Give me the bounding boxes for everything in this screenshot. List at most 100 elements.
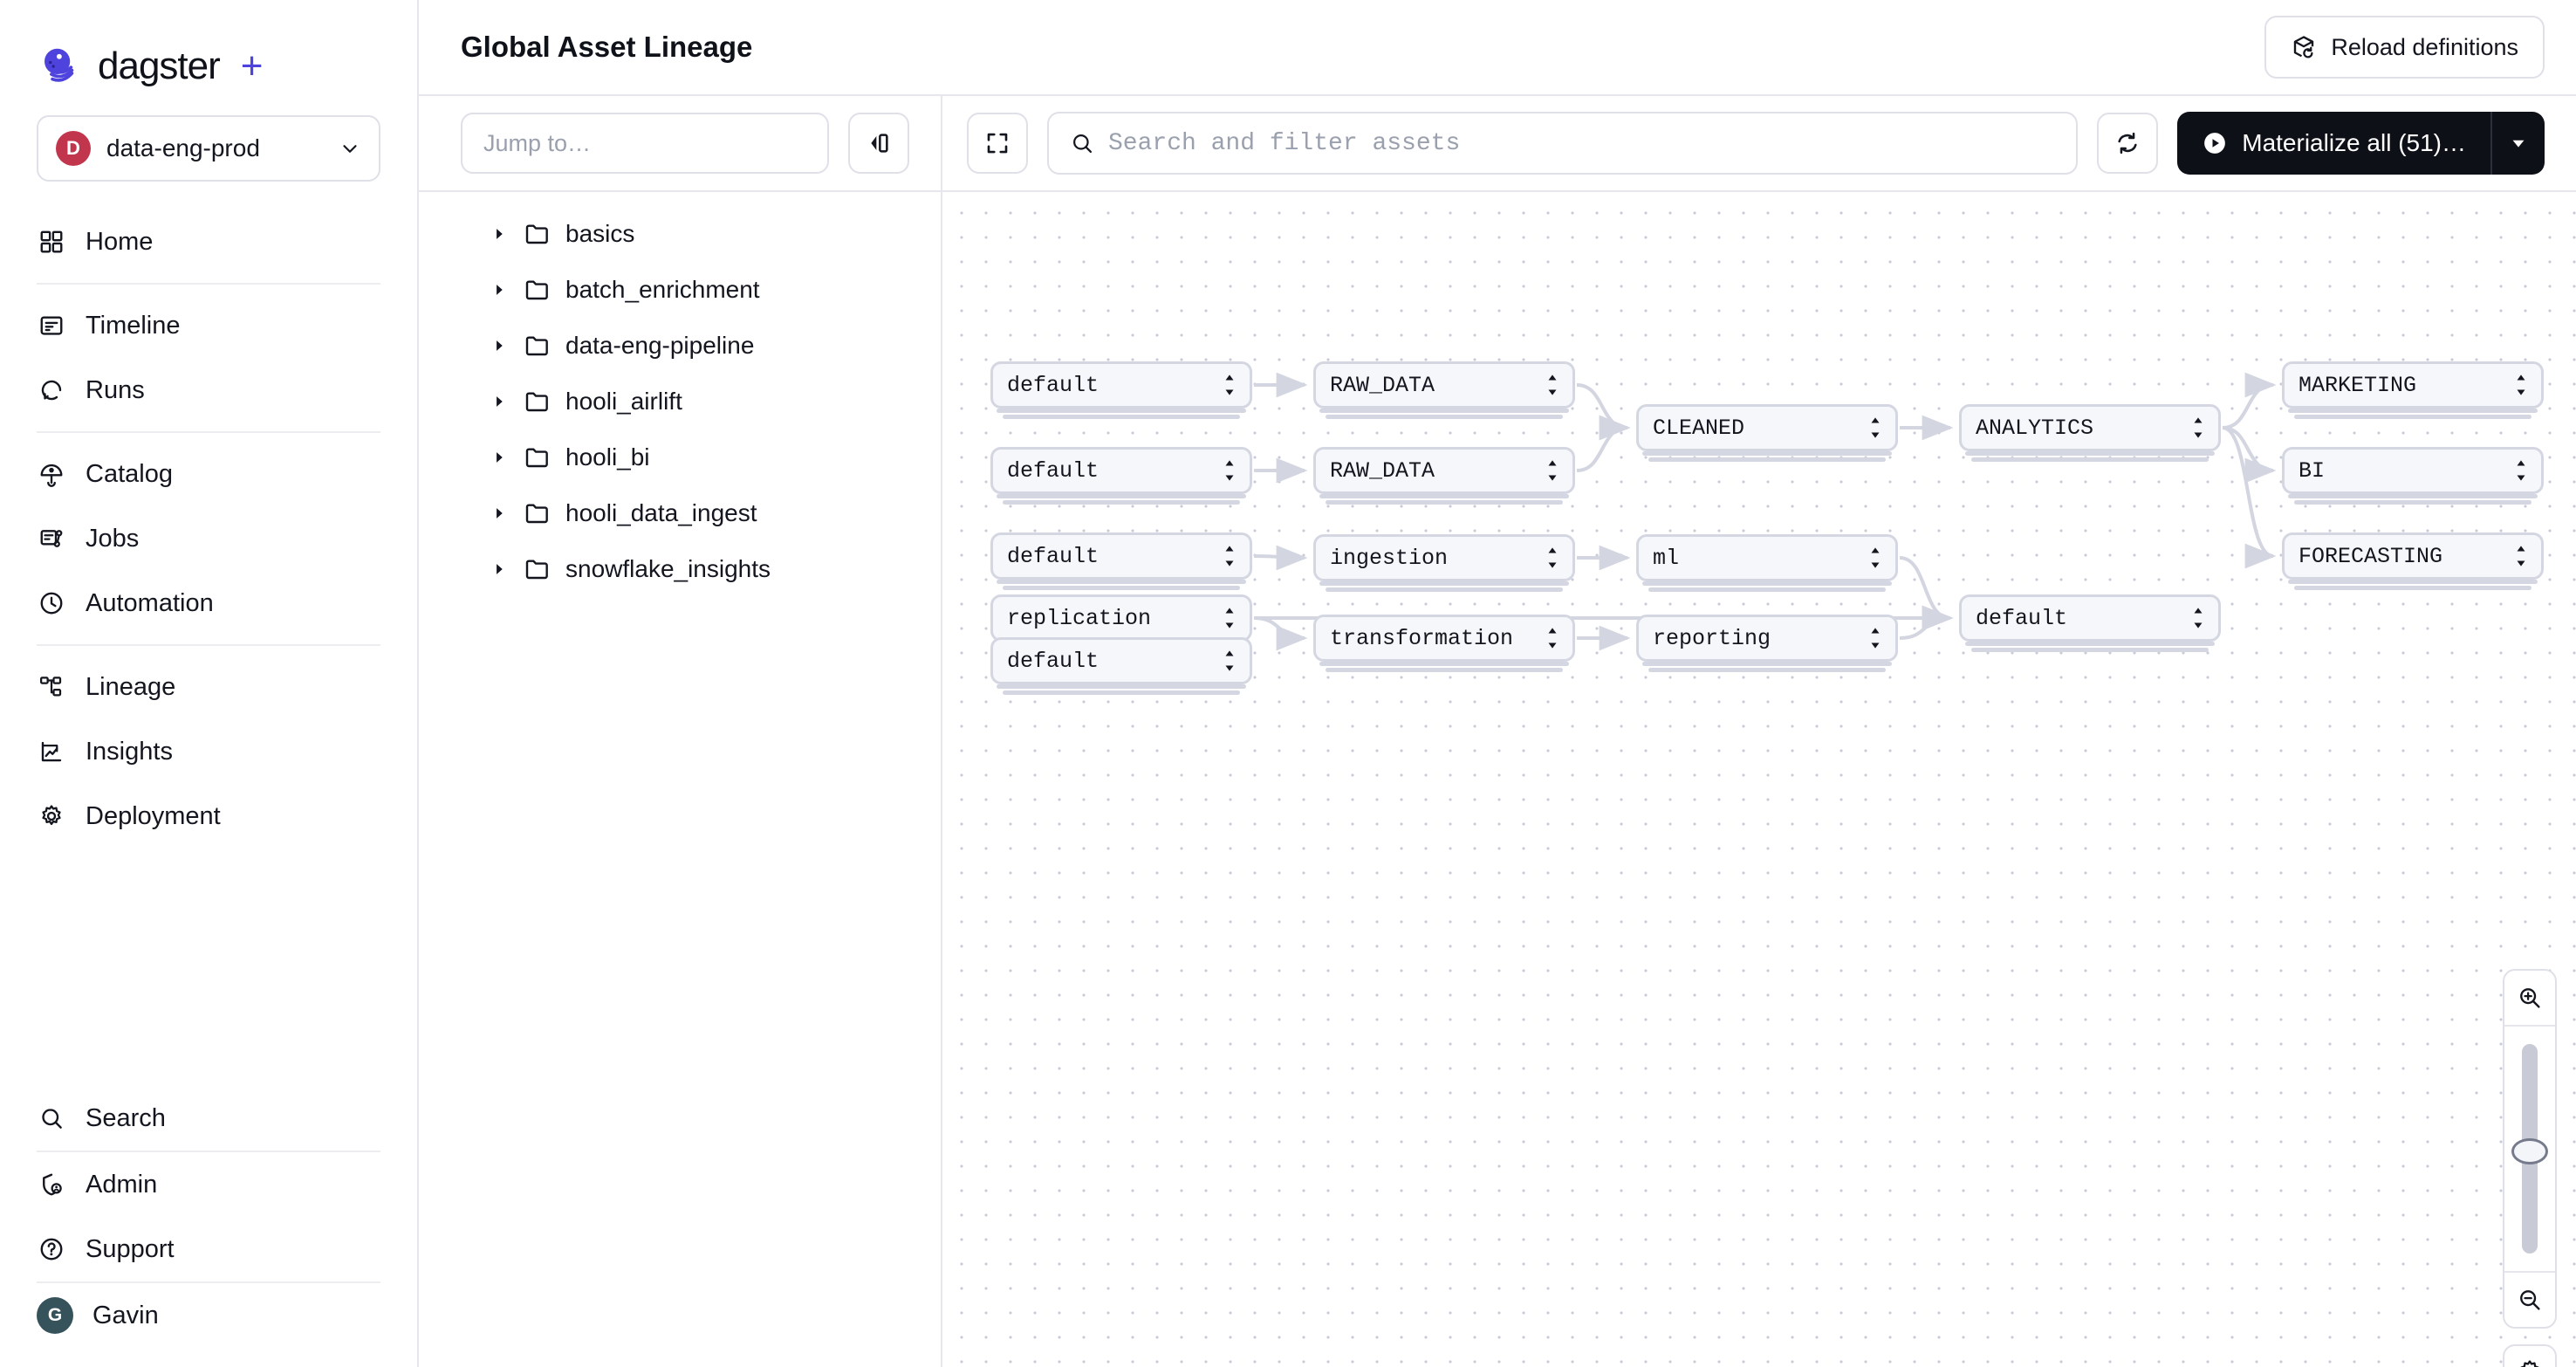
asset-group-node[interactable]: ml: [1636, 534, 1898, 592]
search-input[interactable]: [1108, 129, 2056, 157]
jump-to-input[interactable]: [461, 113, 829, 174]
asset-search-field[interactable]: [1047, 112, 2079, 175]
asset-group-node-box[interactable]: RAW_DATA: [1313, 361, 1575, 409]
materialize-dropdown-button[interactable]: [2490, 112, 2545, 175]
graph-settings-button[interactable]: [2503, 1344, 2557, 1367]
slider-thumb[interactable]: [2511, 1138, 2548, 1164]
caret-right-icon[interactable]: [489, 391, 510, 412]
graph-edge: [1253, 616, 1308, 651]
asset-group-node[interactable]: ingestion: [1313, 534, 1575, 592]
stepper-updown-icon[interactable]: [2513, 543, 2529, 569]
stepper-updown-icon[interactable]: [1545, 545, 1560, 571]
asset-group-node[interactable]: RAW_DATA: [1313, 447, 1575, 505]
stepper-updown-icon[interactable]: [1222, 457, 1237, 484]
asset-group-node-box[interactable]: transformation: [1313, 615, 1575, 662]
sidebar-item-lineage[interactable]: Lineage: [0, 655, 417, 719]
caret-right-icon[interactable]: [489, 223, 510, 244]
sidebar-item-search[interactable]: Search: [0, 1086, 417, 1151]
refresh-icon: [2118, 132, 2137, 155]
asset-group-node-box[interactable]: default: [990, 637, 1252, 684]
caret-right-icon[interactable]: [489, 447, 510, 468]
tree-item-snowflake-insights[interactable]: snowflake_insights: [419, 541, 941, 597]
asset-group-node[interactable]: default: [1959, 594, 2221, 652]
asset-group-node-label: ml: [1653, 545, 1680, 571]
asset-group-node[interactable]: MARKETING: [2282, 361, 2544, 419]
asset-group-node-box[interactable]: ingestion: [1313, 534, 1575, 581]
sidebar-item-timeline[interactable]: Timeline: [0, 293, 417, 358]
asset-group-node-box[interactable]: FORECASTING: [2282, 532, 2544, 580]
caret-right-icon[interactable]: [489, 503, 510, 524]
asset-group-node-box[interactable]: MARKETING: [2282, 361, 2544, 409]
sidebar-item-runs[interactable]: Runs: [0, 358, 417, 422]
stepper-updown-icon[interactable]: [1545, 625, 1560, 651]
asset-group-node-box[interactable]: default: [990, 361, 1252, 409]
stepper-updown-icon[interactable]: [1222, 648, 1237, 674]
asset-group-node-box[interactable]: default: [990, 447, 1252, 494]
asset-group-node-box[interactable]: default: [990, 532, 1252, 580]
stepper-updown-icon[interactable]: [2513, 457, 2529, 484]
asset-group-node-box[interactable]: replication: [990, 594, 1252, 642]
tree-item-data-eng-pipeline[interactable]: data-eng-pipeline: [419, 318, 941, 374]
stepper-updown-icon[interactable]: [1545, 372, 1560, 398]
asset-group-node[interactable]: FORECASTING: [2282, 532, 2544, 590]
stepper-updown-icon[interactable]: [2190, 605, 2206, 631]
stepper-updown-icon[interactable]: [2190, 415, 2206, 441]
asset-group-node[interactable]: replication: [990, 594, 1252, 652]
deployment-selector[interactable]: D data-eng-prod: [37, 115, 380, 182]
asset-group-node-box[interactable]: BI: [2282, 447, 2544, 494]
asset-group-node[interactable]: default: [990, 637, 1252, 695]
asset-group-node[interactable]: BI: [2282, 447, 2544, 505]
zoom-in-button[interactable]: [2504, 971, 2555, 1025]
fullscreen-button[interactable]: [967, 113, 1028, 174]
sidebar-item-automation[interactable]: Automation: [0, 571, 417, 635]
sidebar-item-home[interactable]: Home: [0, 210, 417, 274]
tree-item-hooli-airlift[interactable]: hooli_airlift: [419, 374, 941, 429]
sidebar-item-insights[interactable]: Insights: [0, 719, 417, 784]
stepper-updown-icon[interactable]: [1222, 605, 1237, 631]
refresh-button[interactable]: [2097, 113, 2159, 174]
sidebar-item-jobs[interactable]: Jobs: [0, 506, 417, 571]
asset-group-node[interactable]: default: [990, 532, 1252, 590]
asset-group-node[interactable]: reporting: [1636, 615, 1898, 672]
asset-group-node[interactable]: default: [990, 361, 1252, 419]
asset-group-node[interactable]: CLEANED: [1636, 404, 1898, 462]
stepper-updown-icon[interactable]: [1222, 543, 1237, 569]
caret-right-icon[interactable]: [489, 559, 510, 580]
zoom-out-button[interactable]: [2504, 1273, 2555, 1327]
sidebar-item-support[interactable]: Support: [0, 1217, 417, 1281]
brand-logo[interactable]: dagster +: [0, 0, 417, 96]
tree-item-hooli-bi[interactable]: hooli_bi: [419, 429, 941, 485]
collapse-panel-button[interactable]: [848, 113, 909, 174]
sidebar-item-admin[interactable]: Admin: [0, 1152, 417, 1217]
asset-group-node-box[interactable]: ml: [1636, 534, 1898, 581]
stepper-updown-icon[interactable]: [1867, 545, 1883, 571]
asset-group-node[interactable]: transformation: [1313, 615, 1575, 672]
caret-right-icon[interactable]: [489, 335, 510, 356]
stepper-updown-icon[interactable]: [1545, 457, 1560, 484]
tree-item-hooli-data-ingest[interactable]: hooli_data_ingest: [419, 485, 941, 541]
materialize-all-button[interactable]: Materialize all (51)…: [2177, 112, 2490, 175]
asset-group-node[interactable]: default: [990, 447, 1252, 505]
sidebar-item-catalog[interactable]: Catalog: [0, 442, 417, 506]
zoom-slider[interactable]: [2504, 1027, 2555, 1271]
asset-group-node[interactable]: ANALYTICS: [1959, 404, 2221, 462]
tree-item-basics[interactable]: basics: [419, 206, 941, 262]
reload-definitions-button[interactable]: Reload definitions: [2264, 16, 2545, 79]
asset-group-node-box[interactable]: CLEANED: [1636, 404, 1898, 451]
asset-group-node[interactable]: RAW_DATA: [1313, 361, 1575, 419]
sidebar-item-user[interactable]: G Gavin: [0, 1283, 417, 1348]
tree-item-batch-enrichment[interactable]: batch_enrichment: [419, 262, 941, 318]
asset-group-node-box[interactable]: reporting: [1636, 615, 1898, 662]
stepper-updown-icon[interactable]: [2513, 372, 2529, 398]
sidebar-item-deployment[interactable]: Deployment: [0, 784, 417, 848]
stepper-updown-icon[interactable]: [1867, 625, 1883, 651]
asset-group-node-box[interactable]: default: [1959, 594, 2221, 642]
stepper-updown-icon[interactable]: [1222, 372, 1237, 398]
asset-group-node-label: transformation: [1330, 625, 1514, 651]
stepper-updown-icon[interactable]: [1867, 415, 1883, 441]
caret-right-icon[interactable]: [489, 279, 510, 300]
asset-group-node-box[interactable]: RAW_DATA: [1313, 447, 1575, 494]
dagster-logo-icon: [45, 48, 74, 82]
asset-group-node-box[interactable]: ANALYTICS: [1959, 404, 2221, 451]
